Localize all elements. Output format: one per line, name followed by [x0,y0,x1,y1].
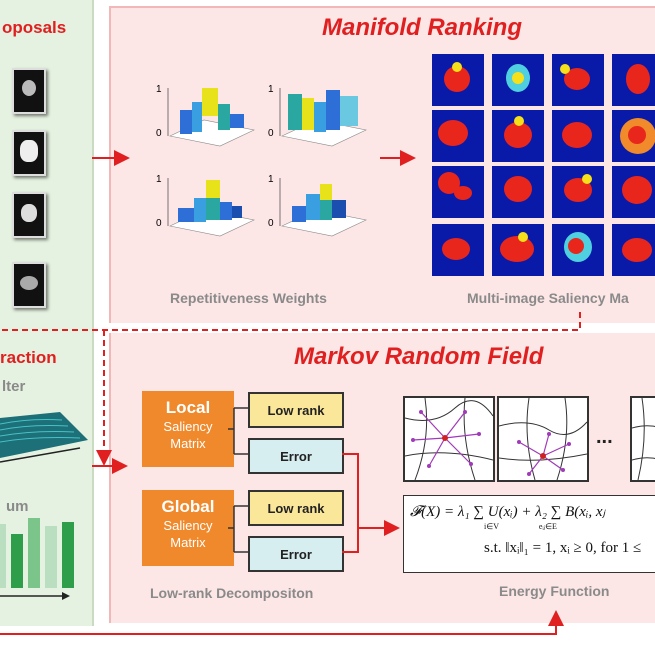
filter-label: lter [2,378,26,395]
tick-top: 1 [156,84,162,95]
proposal-thumb [12,130,46,176]
error-box-global: Error [248,536,344,572]
bracket-local [228,407,248,455]
extraction-label: raction [0,348,57,367]
saliency-label: Multi-image Saliency Ma [467,290,629,306]
proposal-thumb [12,68,46,114]
saliency-map [492,110,544,162]
local-sub1: Saliency [163,419,213,434]
energy-eq-line1: 𝓕(X) = λ₁ ∑ U(xᵢ) + λ₂ ∑ B(xᵢ, xⱼ [410,504,606,520]
saliency-map [612,166,655,218]
error-box-local: Error [248,438,344,474]
saliency-map [552,54,604,106]
saliency-map [612,110,655,162]
local-sub2: Matrix [170,436,206,451]
histogram-chart [0,518,74,600]
arrow-errors-to-energy [342,453,400,553]
repetitiveness-plot: 1 0 [156,174,255,237]
repetitiveness-plot: 1 0 [156,84,255,147]
global-title: Global [161,497,215,516]
tick-top: 1 [268,174,274,185]
saliency-map [612,54,655,106]
proposals-label: oposals [2,18,67,37]
local-saliency-box: Local Saliency Matrix [142,391,234,467]
global-sub2: Matrix [170,535,206,550]
weights-label: Repetitiveness Weights [170,290,327,306]
saliency-map [432,110,484,162]
repetitiveness-plot: 1 0 [268,84,367,147]
decomposition-label: Low-rank Decompositon [150,585,314,601]
tick-bottom: 0 [268,128,274,139]
repetitiveness-plot: 1 0 [268,174,367,237]
saliency-map-grid [432,54,655,278]
graph-box [630,396,655,482]
graph-box [497,396,589,482]
tick-bottom: 0 [156,218,162,229]
graph-box [403,396,495,482]
dashed-saliency-to-mrf [0,312,581,466]
proposal-thumb [12,192,46,238]
manifold-title: Manifold Ranking [322,14,522,41]
low-rank-box-local: Low rank [248,392,344,428]
global-saliency-box: Global Saliency Matrix [142,490,234,566]
proposal-thumb [12,262,46,308]
energy-eq-subscripts: i∈V eᵢⱼ∈E [484,522,557,531]
left-panel: oposals raction lter um [0,0,94,626]
ellipsis: ... [596,426,613,448]
saliency-map [432,166,484,218]
tick-bottom: 0 [268,218,274,229]
filter-surface [0,412,88,463]
energy-label: Energy Function [499,583,610,599]
tick-top: 1 [268,84,274,95]
histogram-label: um [6,498,29,515]
saliency-map [432,224,484,276]
saliency-map [552,110,604,162]
bracket-global [228,505,248,553]
saliency-map [492,224,544,276]
saliency-map [552,224,604,276]
arrow-bottom-loop [0,610,564,635]
saliency-map [612,224,655,276]
saliency-map [552,166,604,218]
saliency-map [492,166,544,218]
energy-function-box: 𝓕(X) = λ₁ ∑ U(xᵢ) + λ₂ ∑ B(xᵢ, xⱼ i∈V eᵢ… [403,495,655,573]
saliency-map [492,54,544,106]
mrf-title: Markov Random Field [294,343,544,370]
tick-top: 1 [156,174,162,185]
energy-eq-line2: s.t. ‖xᵢ‖₁ = 1, xᵢ ≥ 0, for 1 ≤ [484,540,642,556]
local-title: Local [165,398,211,417]
saliency-map [432,54,484,106]
tick-bottom: 0 [156,128,162,139]
global-sub1: Saliency [163,518,213,533]
low-rank-box-global: Low rank [248,490,344,526]
